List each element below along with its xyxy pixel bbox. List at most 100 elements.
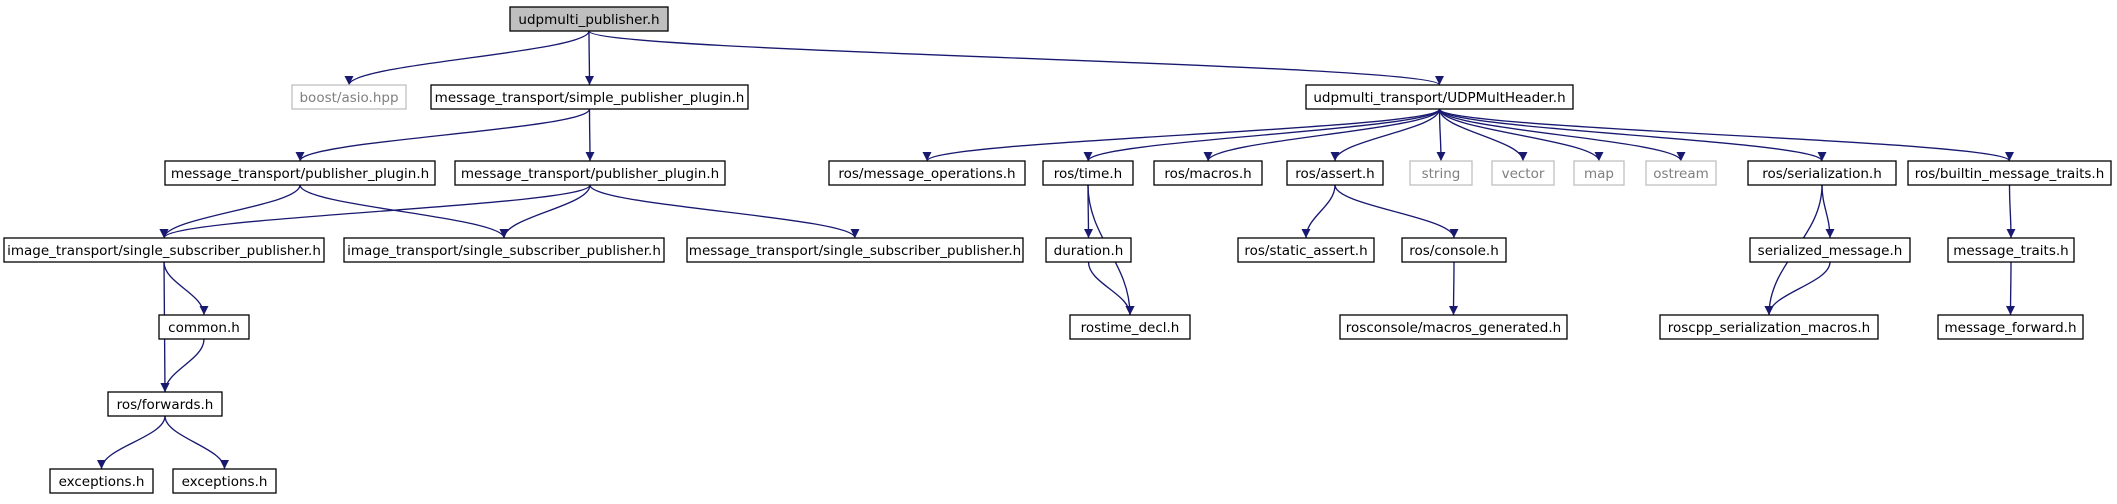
- node-ros-assert[interactable]: ros/assert.h: [1286, 160, 1384, 186]
- node-it-ssp-b[interactable]: image_transport/single_subscriber_publis…: [343, 237, 665, 263]
- node-label: rostime_decl.h: [1081, 320, 1180, 336]
- node-box: [158, 314, 250, 340]
- node-exceptions-a[interactable]: exceptions.h: [49, 468, 154, 494]
- edge-mt_pub_plugin_b-to-it_ssp_b: [499, 184, 591, 239]
- node-label: ros/console.h: [1409, 243, 1499, 259]
- node-label: ros/serialization.h: [1762, 166, 1882, 182]
- edge-udp_header-to-ros_assert: [1330, 108, 1441, 162]
- edge-mt_simple_pub-to-mt_pub_plugin_a: [295, 108, 591, 162]
- edges-layer: [97, 30, 2016, 470]
- node-std-ostream[interactable]: ostream: [1645, 160, 1717, 186]
- edge-root-to-udp_header: [588, 30, 1444, 86]
- edge-message_traits-to-message_forward: [2006, 261, 2016, 316]
- node-label: ros/time.h: [1054, 166, 1122, 182]
- edge-mt_pub_plugin_a-to-it_ssp_a: [159, 184, 301, 239]
- node-mt-pub-plugin-b[interactable]: message_transport/publisher_plugin.h: [454, 160, 726, 186]
- node-label: message_transport/publisher_plugin.h: [461, 166, 719, 182]
- node-ros-macros[interactable]: ros/macros.h: [1153, 160, 1263, 186]
- node-box: [1749, 237, 1911, 263]
- node-message-traits[interactable]: message_traits.h: [1947, 237, 2075, 263]
- node-box: [1947, 237, 2075, 263]
- node-label: ros/builtin_message_traits.h: [1915, 166, 2105, 182]
- edge-ros_builtin_traits-to-message_traits: [2006, 184, 2016, 239]
- edge-common-to-ros_forwards: [160, 338, 205, 393]
- node-std-string[interactable]: string: [1409, 160, 1473, 186]
- node-box: [1491, 160, 1555, 186]
- edge-udp_header-to-ros_serialization: [1438, 108, 1827, 162]
- node-ros-console[interactable]: ros/console.h: [1401, 237, 1507, 263]
- edge-root-to-mt_simple_pub: [584, 30, 594, 86]
- node-label: common.h: [168, 320, 240, 336]
- node-label: ros/assert.h: [1295, 166, 1374, 182]
- node-box: [1045, 237, 1132, 263]
- node-ros-forwards[interactable]: ros/forwards.h: [107, 391, 223, 417]
- node-box: [828, 160, 1026, 186]
- node-std-map[interactable]: map: [1573, 160, 1625, 186]
- node-label: message_forward.h: [1944, 320, 2076, 336]
- node-ros-serialization[interactable]: ros/serialization.h: [1747, 160, 1897, 186]
- edge-mt_pub_plugin_b-to-mt_ssp: [589, 184, 860, 239]
- node-label: message_transport/single_subscriber_publ…: [689, 243, 1021, 259]
- node-box: [454, 160, 726, 186]
- node-label: message_transport/publisher_plugin.h: [171, 166, 429, 182]
- node-box: [107, 391, 223, 417]
- edge-mt_pub_plugin_a-to-it_ssp_b: [299, 184, 509, 239]
- node-label: ros/static_assert.h: [1244, 243, 1367, 259]
- node-box: [1153, 160, 1263, 186]
- node-common[interactable]: common.h: [158, 314, 250, 340]
- node-roscpp-ser-macros[interactable]: roscpp_serialization_macros.h: [1659, 314, 1879, 340]
- node-label: roscpp_serialization_macros.h: [1668, 320, 1870, 336]
- node-label: boost/asio.hpp: [299, 90, 398, 106]
- edge-udp_header-to-ros_msg_ops: [922, 108, 1441, 162]
- node-label: rosconsole/macros_generated.h: [1346, 320, 1561, 336]
- node-label: message_traits.h: [1953, 243, 2068, 259]
- node-it-ssp-a[interactable]: image_transport/single_subscriber_publis…: [3, 237, 325, 263]
- node-udp-header[interactable]: udpmulti_transport/UDPMultHeader.h: [1305, 84, 1574, 110]
- node-boost-asio[interactable]: boost/asio.hpp: [291, 84, 407, 110]
- node-label: ros/macros.h: [1164, 166, 1251, 182]
- node-root[interactable]: udpmulti_publisher.h: [509, 6, 669, 32]
- edge-mt_pub_plugin_b-to-it_ssp_a: [159, 184, 591, 239]
- node-label: ostream: [1653, 166, 1709, 182]
- node-box: [1907, 160, 2112, 186]
- node-label: exceptions.h: [59, 474, 145, 490]
- node-box: [1401, 237, 1507, 263]
- node-label: duration.h: [1054, 243, 1124, 259]
- edge-udp_header-to-std_vector: [1438, 108, 1528, 162]
- node-ros-msg-ops[interactable]: ros/message_operations.h: [828, 160, 1026, 186]
- node-label: message_transport/simple_publisher_plugi…: [435, 90, 745, 106]
- node-box: [1339, 314, 1568, 340]
- node-rostime-decl[interactable]: rostime_decl.h: [1069, 314, 1191, 340]
- edge-ros_serialization-to-serialized_message: [1821, 184, 1835, 239]
- node-rosconsole-macros[interactable]: rosconsole/macros_generated.h: [1339, 314, 1568, 340]
- node-label: map: [1584, 166, 1614, 182]
- edge-udp_header-to-std_string: [1436, 108, 1446, 162]
- node-message-forward[interactable]: message_forward.h: [1937, 314, 2084, 340]
- node-box: [1937, 314, 2084, 340]
- edge-mt_simple_pub-to-mt_pub_plugin_b: [585, 108, 595, 162]
- node-box: [1069, 314, 1191, 340]
- node-box: [509, 6, 669, 32]
- edge-udp_header-to-ros_macros: [1203, 108, 1441, 162]
- node-duration[interactable]: duration.h: [1045, 237, 1132, 263]
- edge-serialized_message-to-roscpp_ser_macros: [1764, 261, 1831, 316]
- node-ros-static-assert[interactable]: ros/static_assert.h: [1237, 237, 1375, 263]
- node-box: [3, 237, 325, 263]
- node-mt-pub-plugin-a[interactable]: message_transport/publisher_plugin.h: [164, 160, 436, 186]
- node-mt-ssp[interactable]: message_transport/single_subscriber_publ…: [686, 237, 1024, 263]
- node-mt-simple-pub[interactable]: message_transport/simple_publisher_plugi…: [430, 84, 749, 110]
- node-label: ros/forwards.h: [117, 397, 214, 413]
- node-box: [686, 237, 1024, 263]
- node-serialized-message[interactable]: serialized_message.h: [1749, 237, 1911, 263]
- node-ros-time[interactable]: ros/time.h: [1042, 160, 1134, 186]
- node-ros-builtin-traits[interactable]: ros/builtin_message_traits.h: [1907, 160, 2112, 186]
- node-label: ros/message_operations.h: [838, 166, 1015, 182]
- node-exceptions-b[interactable]: exceptions.h: [172, 468, 277, 494]
- node-std-vector[interactable]: vector: [1491, 160, 1555, 186]
- node-box: [49, 468, 154, 494]
- node-label: vector: [1502, 166, 1545, 182]
- node-box: [1659, 314, 1879, 340]
- node-box: [343, 237, 665, 263]
- node-box: [172, 468, 277, 494]
